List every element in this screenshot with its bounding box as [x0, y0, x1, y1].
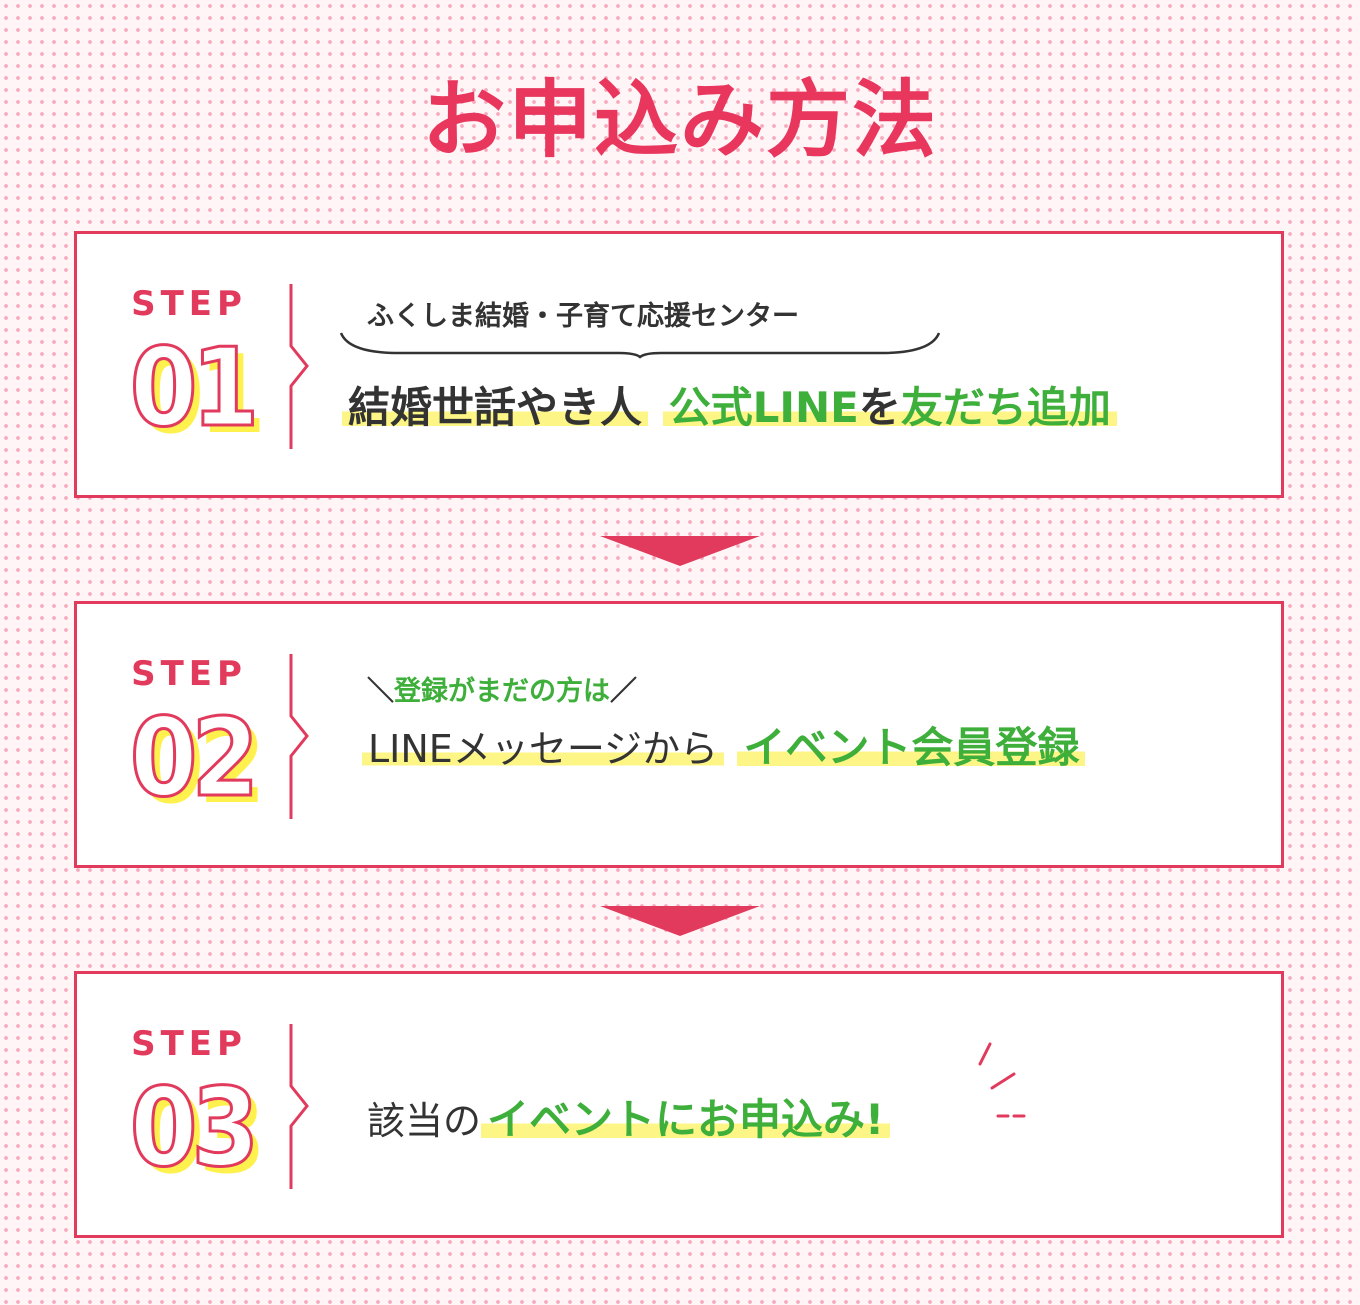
- step-divider-icon: [289, 284, 309, 449]
- step-3-card: STEP 03 該当のイベントにお申込み!: [74, 971, 1284, 1238]
- step-3-main-dark: 該当の: [367, 1099, 482, 1143]
- step-2-main-green: イベント会員登録: [737, 723, 1086, 772]
- step-2-main: LINEメッセージから イベント会員登録: [362, 714, 1086, 775]
- step-2-subtitle: ＼登録がまだの方は／: [367, 676, 637, 707]
- step-3-main-green: イベントにお申込み!: [481, 1095, 891, 1144]
- step-1-subtitle: ふくしま結婚・子育て応援センター: [367, 301, 799, 332]
- step-1-main-dark: 結婚世話やき人: [342, 383, 649, 432]
- step-2-label: STEP: [131, 654, 247, 694]
- step-1-main: 結婚世話やき人 公式LINEを友だち追加: [342, 374, 1117, 435]
- down-arrow-icon: [600, 906, 760, 936]
- step-2-main-dark: LINEメッセージから: [362, 727, 725, 771]
- step-3-label: STEP: [131, 1024, 247, 1064]
- step-divider-icon: [289, 1024, 309, 1189]
- step-3-main: 該当のイベントにお申込み!: [367, 1086, 891, 1147]
- page-title: お申込み方法: [421, 71, 938, 169]
- step-divider-icon: [289, 654, 309, 819]
- brace-icon: [339, 332, 941, 359]
- step-2-card: STEP 02 ＼登録がまだの方は／ LINEメッセージから イベント会員登録: [74, 601, 1284, 868]
- step-1-main-green: 公式LINEを友だち追加: [662, 383, 1117, 432]
- down-arrow-icon: [600, 536, 760, 566]
- step-3-number: 03: [128, 1066, 260, 1191]
- step-1-card: STEP 01 ふくしま結婚・子育て応援センター 結婚世話やき人 公式LINEを…: [74, 231, 1284, 498]
- step-2-number: 02: [128, 696, 260, 821]
- step-1-label: STEP: [131, 284, 247, 324]
- step-1-number: 01: [128, 326, 260, 451]
- emphasis-lines-icon: [978, 1042, 1026, 1118]
